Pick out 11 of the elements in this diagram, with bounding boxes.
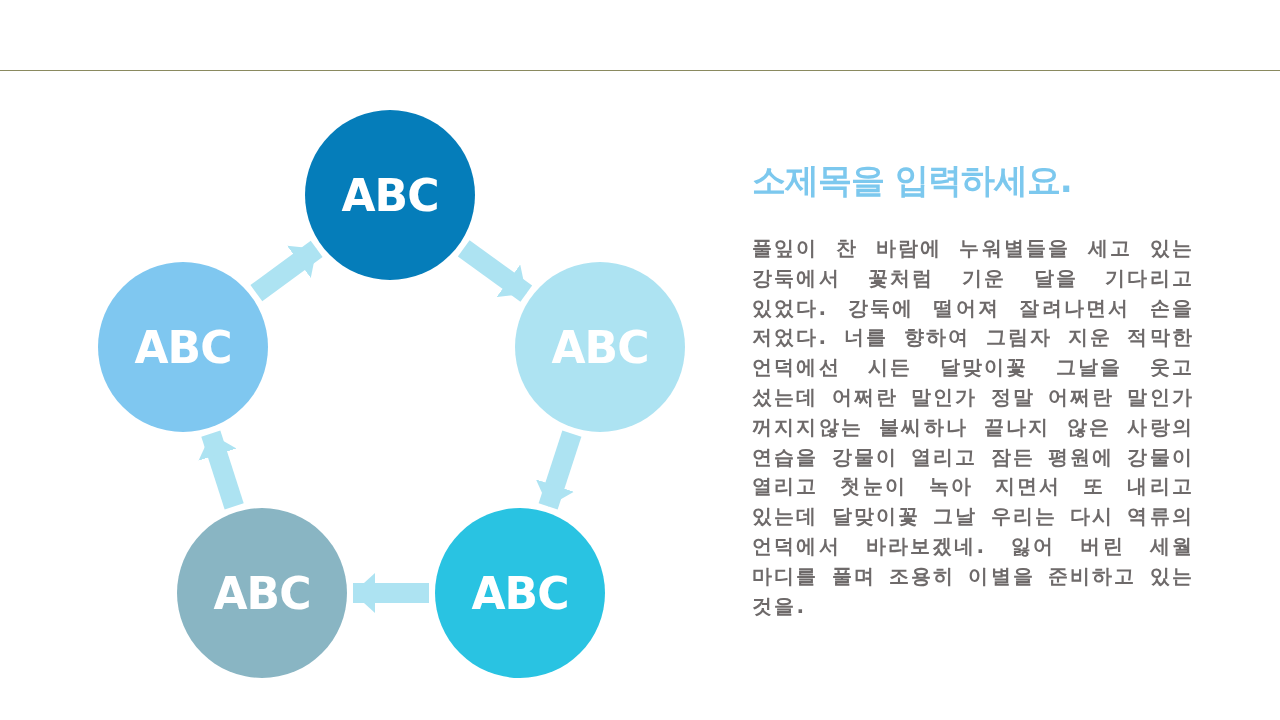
step-label: ABC: [341, 169, 439, 221]
step-label: ABC: [213, 567, 311, 619]
block-arrow: [353, 573, 429, 613]
block-arrow: [250, 240, 323, 302]
body-paragraph: 풀잎이 찬 바람에 누워별들을 세고 있는 강둑에서 꽃처럼 기운 달을 기다리고 있었다. 강둑에 떨어져 잘려나면서 손을 저었다. 너를 향하여 그림자 지운 적막한 언덕에선 시든 달맞이꽃 그날을 웃고 섰는데 어쩌란 말인가 정말 어쩌란 말인가 꺼지지않는 불씨하나 끝나지 않은 사랑의 연습을 강물이 열리고 잠든 평원에 강물이 열리고 첫눈이 녹아 지면서 또 내리고 있는데 달맞이꽃 그날 우리는 다시 역류의 언덕에서 바라보겠네. 잃어 버린 세월 마디를 풀며 조용히 이별을 준비하고 있는 것을.: [752, 235, 1194, 620]
step-label: ABC: [134, 321, 232, 373]
step-label: ABC: [551, 321, 649, 373]
block-arrow: [457, 240, 533, 302]
step-label: ABC: [471, 567, 569, 619]
subtitle: 소제목을 입력하세요.: [752, 159, 1072, 202]
block-arrow: [535, 430, 582, 510]
